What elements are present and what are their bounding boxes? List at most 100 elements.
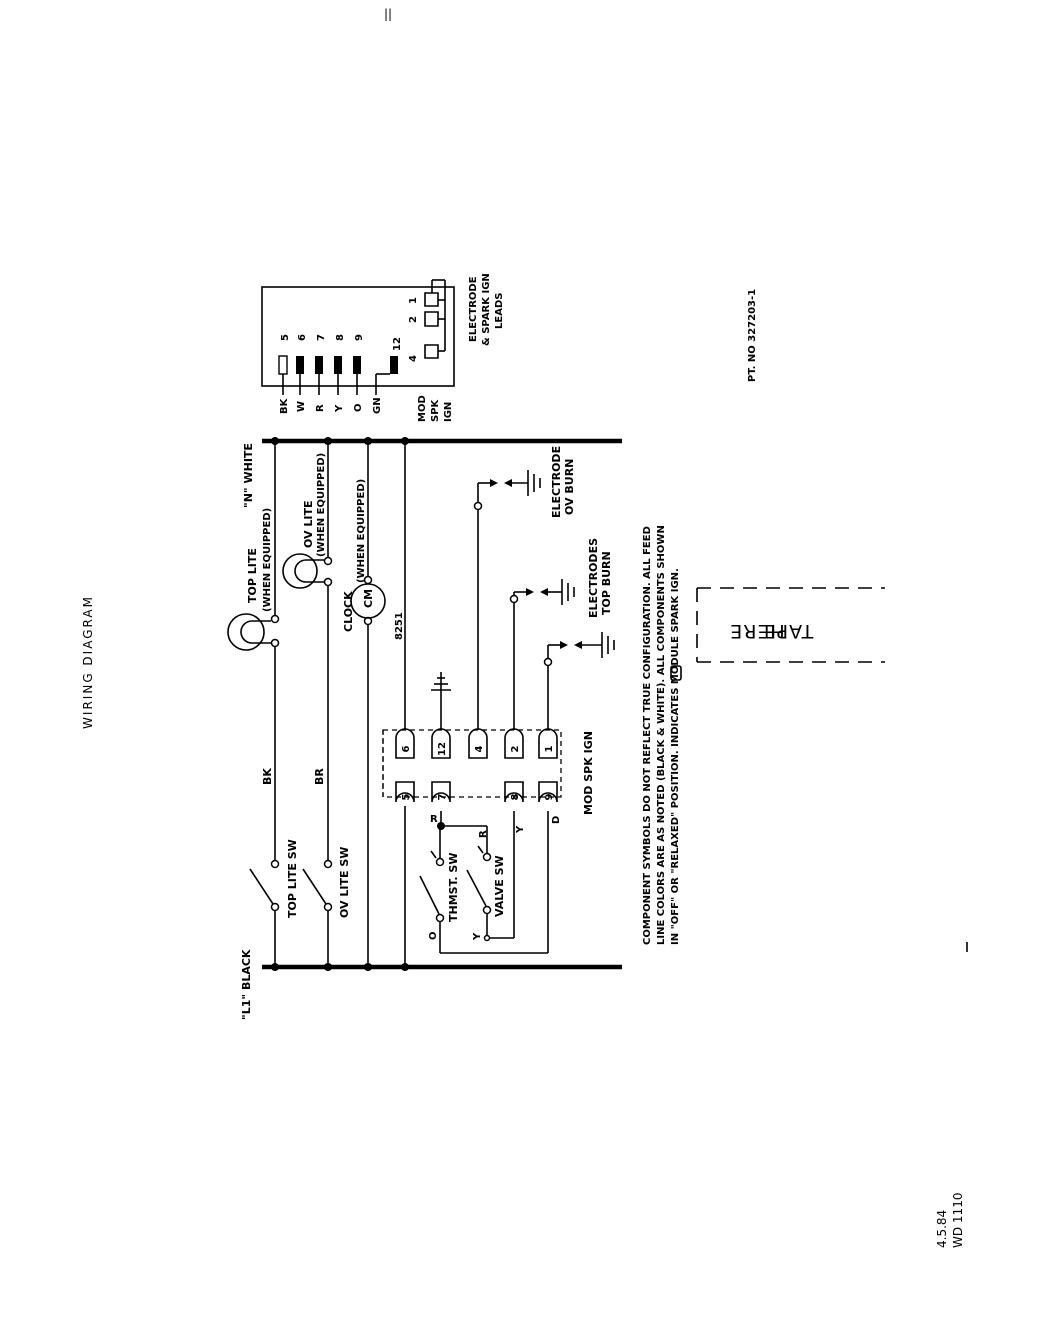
terminal-5: 5 (395, 781, 415, 803)
ov-lite-note: (WHEN EQUIPPED) (316, 453, 327, 557)
block-label-spk: SPK (430, 398, 441, 422)
ground-electrode-top-icon-1 (540, 579, 575, 605)
pin-label-8: 8 (335, 334, 346, 341)
clock-label: CLOCK (342, 591, 355, 632)
wire-color-gn: GN (372, 397, 383, 414)
svg-text:1: 1 (544, 745, 555, 752)
leads-label-1: ELECTRODE (468, 276, 479, 342)
footer-date: 4.5.84 (935, 1210, 949, 1248)
ov-lite-branch (282, 437, 333, 971)
mod-spk-ign-module: 6 12 4 2 1 5 7 8 (382, 728, 562, 803)
terminal-9: 9 (538, 781, 558, 803)
module-feed-line (401, 437, 409, 971)
module-connector-block (261, 279, 455, 395)
wire-color-y: Y (334, 404, 345, 413)
top-lite-note: (WHEN EQUIPPED) (262, 508, 273, 612)
wire-label-bk: BK (261, 768, 274, 785)
top-lite-sw-label: TOP LITE SW (286, 839, 299, 918)
svg-text:4: 4 (474, 745, 485, 752)
pin-label-12: 12 (392, 337, 403, 351)
svg-text:5: 5 (401, 793, 412, 800)
wire-label-r2: R (478, 830, 489, 838)
top-lite-branch (227, 437, 280, 971)
pin-label-7: 7 (316, 334, 327, 341)
tape-text-tape: TAPE (763, 620, 815, 642)
wire-label-r1: R (430, 814, 438, 825)
wire-label-y2: Y (515, 825, 526, 834)
clock-number: 8251 (394, 612, 405, 640)
terminal-1: 1 (538, 728, 558, 759)
bus-l1-label: "L1" BLACK (240, 949, 253, 1020)
pin-7 (315, 356, 323, 395)
lead-pin-label-1: 1 (408, 297, 419, 304)
pin-5 (278, 355, 288, 395)
wire-color-o: O (353, 403, 364, 412)
tape-here-box (696, 587, 885, 663)
tape-text-here: HERE (729, 620, 785, 642)
block-label-mod: MOD (417, 395, 428, 422)
ov-lite-lamp-icon (282, 553, 324, 589)
svg-text:6: 6 (401, 745, 412, 752)
ground-electrode-top-icon-2 (574, 632, 615, 658)
electrode-ov-burn-label-2: OV BURN (563, 459, 576, 515)
leads-label-2: & SPARK IGN (481, 273, 492, 346)
ground-icon (431, 672, 451, 691)
pin-label-5: 5 (280, 334, 291, 341)
leads-label-3: LEADS (494, 293, 505, 329)
wire-color-r: R (315, 404, 326, 412)
lead-pins (424, 279, 446, 359)
bus-neutral-label: "N" WHITE (242, 443, 255, 508)
lead-pin-label-2: 2 (408, 316, 419, 323)
svg-text:2: 2 (510, 745, 521, 752)
pin-12 (375, 356, 398, 395)
part-number: PT. NO 327203-1 (747, 289, 758, 382)
top-lite-label: TOP LITE (246, 548, 259, 603)
valve-sw-label: VALVE SW (493, 855, 506, 917)
lead-pin-label-4: 4 (408, 355, 419, 362)
thmst-sw-label: THMST. SW (447, 853, 460, 922)
mod-spk-ign-label: MOD SPK IGN (582, 731, 595, 815)
clock-branch (350, 437, 386, 971)
clock-motor-label: CM (362, 589, 375, 608)
diagram-title: WIRING DIAGRAM (81, 595, 95, 729)
terminal-12: 12 (431, 728, 451, 759)
note-line-3: IN "OFF" OR "RELAXED" POSITION. INDICATE… (670, 568, 681, 945)
wire-color-bk: BK (279, 397, 290, 414)
note-line-1: COMPONENT SYMBOLS DO NOT REFLECT TRUE CO… (642, 526, 653, 945)
footer-drawing-no: WD 1110 (951, 1193, 965, 1248)
electrode-leads (431, 470, 615, 730)
wire-label-d: D (551, 816, 562, 824)
scan-mark: || (384, 7, 392, 21)
switch-network (419, 811, 549, 954)
terminal-8: 8 (504, 781, 524, 803)
note-line-2: LINE COLORS ARE AS NOTED (BLACK & WHITE)… (656, 525, 667, 945)
wire-color-w: W (296, 401, 307, 412)
svg-text:8: 8 (510, 793, 521, 800)
terminal-7: 7 (431, 781, 451, 803)
svg-text:9: 9 (544, 793, 555, 800)
top-lite-lamp-icon (227, 613, 271, 651)
ov-lite-sw-label: OV LITE SW (338, 847, 351, 918)
clock-note: (WHEN EQUIPPED) (356, 479, 367, 583)
ov-lite-label: OV LITE (302, 500, 315, 548)
spark-ign-indicator-icon (670, 665, 682, 681)
electrodes-top-burn-label-2: TOP BURN (600, 551, 613, 615)
pin-6 (296, 356, 304, 395)
wire-label-br: BR (313, 768, 326, 785)
wire-label-o: O (428, 931, 439, 940)
wire-label-y1: Y (472, 932, 483, 941)
electrode-ov-burn-label: ELECTRODE (550, 446, 563, 518)
electrodes-top-burn-label: ELECTRODES (587, 538, 600, 618)
terminal-4: 4 (468, 728, 488, 759)
terminal-6: 6 (395, 728, 415, 759)
terminal-2: 2 (504, 728, 524, 759)
svg-text:12: 12 (437, 742, 448, 756)
pin-label-9: 9 (354, 334, 365, 341)
pin-8 (334, 356, 342, 395)
svg-text:7: 7 (437, 793, 448, 800)
pin-9 (353, 356, 361, 395)
block-label-ign: IGN (443, 402, 454, 422)
pin-label-6: 6 (297, 334, 308, 341)
